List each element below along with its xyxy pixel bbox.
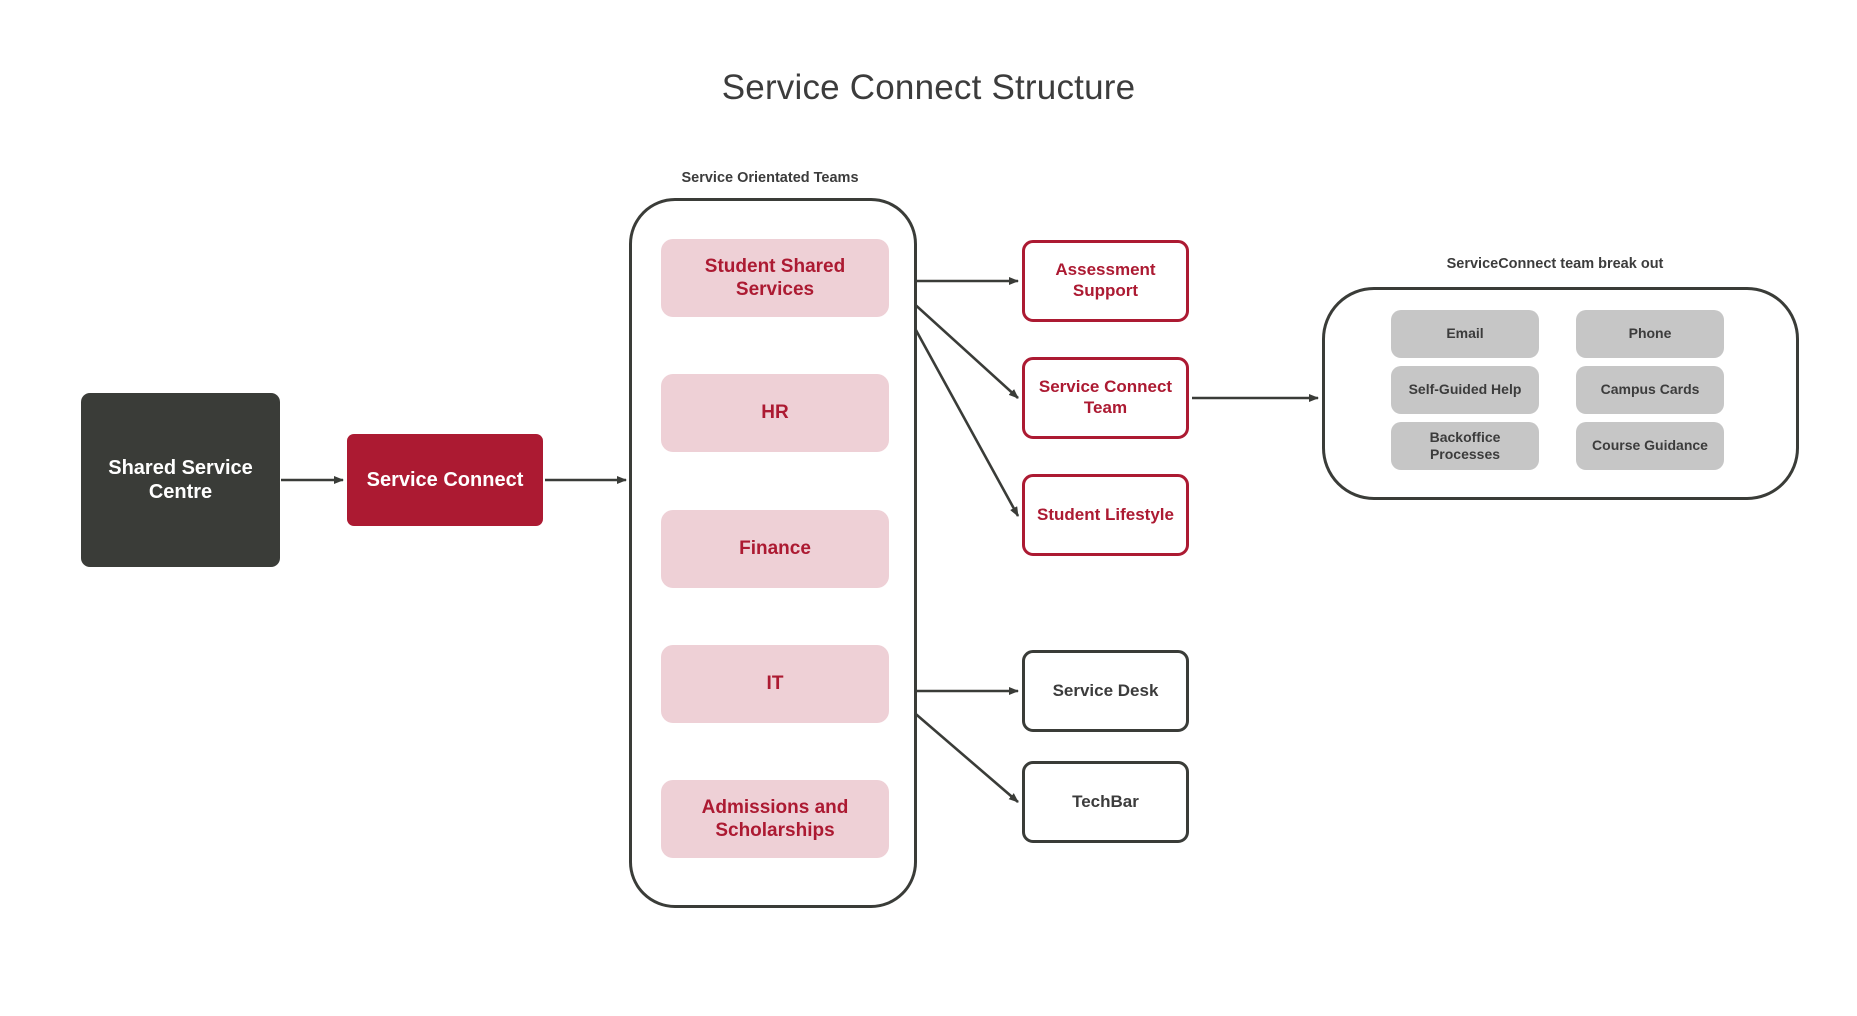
breakout-item-backoffice-processes[interactable]: Backoffice Processes (1391, 422, 1539, 470)
breakout-item-label: Backoffice Processes (1429, 428, 1501, 462)
breakout-item-label: Phone (1628, 325, 1672, 342)
node-service-connect[interactable]: Service Connect (347, 434, 543, 526)
page-title: Service Connect Structure (721, 68, 1136, 107)
sub-team-service-connect-team[interactable]: Service Connect Team (1022, 357, 1189, 439)
service-orientated-teams-label: Service Orientated Teams (681, 170, 859, 186)
breakout-item-self-guided-help[interactable]: Self-Guided Help (1391, 366, 1539, 414)
node-label: Service Connect (366, 468, 524, 491)
sot-item-finance[interactable]: Finance (661, 510, 889, 588)
sot-item-label: Admissions and Scholarships (701, 796, 849, 841)
sub-team-techbar[interactable]: TechBar (1022, 761, 1189, 843)
sub-team-label: Service Desk (1052, 680, 1159, 700)
breakout-item-label: Email (1446, 325, 1484, 342)
sub-team-student-lifestyle[interactable]: Student Lifestyle (1022, 474, 1189, 556)
node-label: Shared Service Centre (108, 456, 253, 503)
sub-team-label: TechBar (1072, 791, 1139, 811)
breakout-item-campus-cards[interactable]: Campus Cards (1576, 366, 1724, 414)
breakout-item-course-guidance[interactable]: Course Guidance (1576, 422, 1724, 470)
breakout-item-phone[interactable]: Phone (1576, 310, 1724, 358)
sot-item-it[interactable]: IT (661, 645, 889, 723)
breakout-item-label: Self-Guided Help (1408, 381, 1522, 398)
sot-item-admissions-and-scholarships[interactable]: Admissions and Scholarships (661, 780, 889, 858)
sub-team-label: Assessment Support (1055, 260, 1156, 300)
sot-item-label: Student Shared Services (704, 255, 846, 300)
sot-item-hr[interactable]: HR (661, 374, 889, 452)
sot-item-student-shared-services[interactable]: Student Shared Services (661, 239, 889, 317)
breakout-item-label: Campus Cards (1600, 381, 1700, 398)
breakout-item-label: Course Guidance (1592, 437, 1708, 454)
node-shared-service-centre[interactable]: Shared Service Centre (81, 393, 280, 567)
sot-item-label: IT (766, 673, 784, 695)
sot-item-label: Finance (739, 538, 811, 560)
breakout-label: ServiceConnect team break out (1446, 256, 1664, 272)
breakout-item-email[interactable]: Email (1391, 310, 1539, 358)
sub-team-label: Service Connect Team (1038, 377, 1173, 417)
sub-team-label: Student Lifestyle (1037, 504, 1174, 524)
sub-team-service-desk[interactable]: Service Desk (1022, 650, 1189, 732)
sub-team-assessment-support[interactable]: Assessment Support (1022, 240, 1189, 322)
sot-item-label: HR (761, 402, 789, 424)
